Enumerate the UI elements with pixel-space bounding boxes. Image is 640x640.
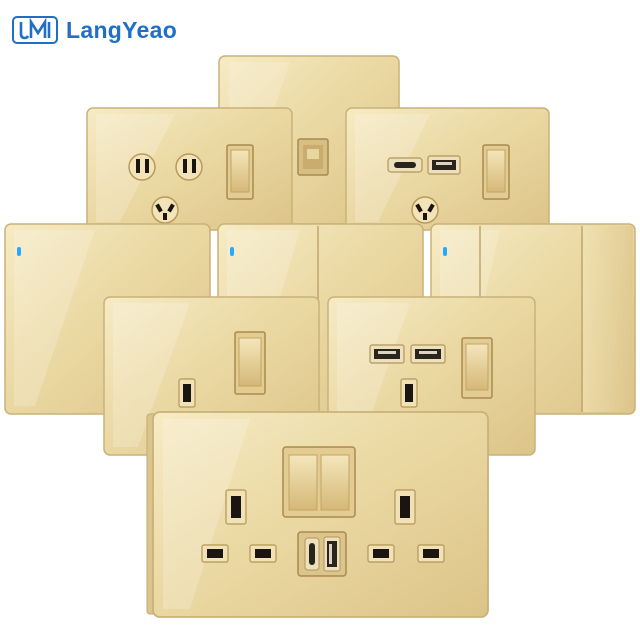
rocker-switch [461,337,493,399]
usb-c-port [304,537,320,571]
rocker-switch [482,144,510,200]
usb-socket-switch-panel [345,107,550,231]
uk-earth-slot-left [225,489,247,525]
rocker-switch [226,144,254,200]
usb-a-port [410,344,446,364]
uk-earth-slot [400,378,418,408]
usb-module [297,531,347,577]
uk-neutral-slot [417,544,445,563]
usb-a-port [369,344,405,364]
double-rocker-switch [282,446,356,518]
universal-socket-right [175,153,203,181]
jm-monogram-icon [12,16,58,44]
double-uk-usb-socket-panel [146,411,489,618]
rocker-switch [234,331,266,395]
network-port-module [297,138,329,176]
ground-socket [151,196,179,224]
uk-live-slot [201,544,229,563]
indicator-light [230,247,234,256]
indicator-light [443,247,447,256]
usb-a-port [427,155,461,175]
indicator-light [17,247,21,256]
universal-socket-switch-panel [86,107,293,231]
brand-name: LangYeao [66,16,178,43]
uk-live-slot [367,544,395,563]
uk-earth-slot [178,378,196,408]
ground-socket [411,196,439,224]
universal-socket-left [128,153,156,181]
uk-neutral-slot [249,544,277,563]
brand-logo: LangYeao [12,12,177,48]
usb-c-port [387,157,423,173]
uk-earth-slot-right [394,489,416,525]
usb-a-port [323,536,341,572]
